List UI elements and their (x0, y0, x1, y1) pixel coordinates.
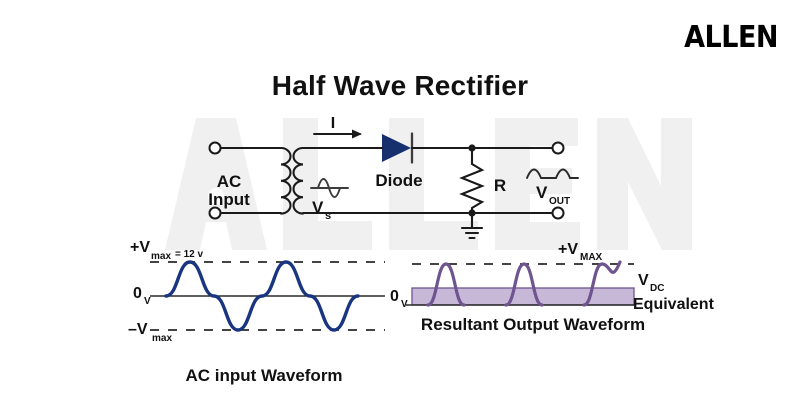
vmin-label: –V max (128, 321, 172, 344)
ac-input-label-line1: AC (217, 172, 242, 191)
terminal-icon-out-top (551, 141, 565, 155)
output-waveform-caption: Resultant Output Waveform (421, 315, 645, 334)
circuit-diagram (208, 129, 579, 240)
vout-waveform-icon (526, 168, 579, 179)
page-title: Half Wave Rectifier (271, 70, 529, 101)
diode-label: Diode (375, 171, 422, 190)
transformer-icon-primary (279, 146, 292, 215)
vout-label-main: V (536, 183, 548, 202)
zero-label-out-main: 0 (390, 288, 399, 305)
terminal-icon-ac-bottom (208, 206, 222, 220)
vdc-label-sub: DC (650, 283, 664, 294)
current-label: I (331, 115, 335, 132)
source-label-sub: s (325, 210, 331, 222)
source-sine-icon (310, 178, 349, 198)
diode-icon (368, 132, 470, 164)
vdc-equivalent-caption: Equivalent (633, 296, 715, 313)
ac-input-caption: AC input Waveform (185, 366, 342, 385)
output-waveform-chart (406, 260, 635, 307)
allen-logo: ALLEN (684, 20, 778, 55)
transformer-icon-secondary (292, 146, 305, 215)
watermark-allen (165, 118, 692, 250)
vout-label: V OUT (536, 183, 570, 207)
zero-label-main: 0 (133, 285, 142, 302)
vmax-label: +V max = 12 v (130, 239, 204, 262)
resistor-label: R (494, 176, 506, 195)
terminal-icon-ac-top (208, 141, 222, 155)
source-label-main: V (312, 198, 324, 217)
vmin-label-main: –V (128, 321, 148, 338)
vmax-label-out-main: +V (558, 241, 578, 258)
vout-label-sub: OUT (549, 196, 570, 207)
vdc-band (411, 287, 635, 306)
zero-label-input: 0 V (133, 285, 151, 307)
resistor-icon (459, 146, 485, 215)
ac-input-label-line2: Input (208, 190, 250, 209)
vmax-label-out: +V MAX (558, 241, 603, 263)
vdc-label-main: V (638, 272, 649, 289)
ac-input-waveform-chart (150, 260, 385, 332)
vmax-label-main: +V (130, 239, 150, 256)
source-label: V s (312, 198, 331, 222)
current-arrow-icon (313, 129, 362, 139)
vmax-label-out-sub: MAX (580, 252, 603, 263)
vmin-label-sub: max (152, 333, 172, 344)
zero-label-sub: V (144, 296, 151, 307)
vdc-equivalent-label: V DC Equivalent (633, 272, 715, 313)
terminal-icon-out-bottom (551, 206, 565, 220)
ground-icon (460, 211, 484, 240)
vmax-value: = 12 v (175, 249, 204, 260)
vmax-label-sub: max (151, 251, 171, 262)
ac-sine-curve (164, 260, 360, 332)
output-rectified-curve (426, 260, 622, 307)
zero-label-output: 0 V (390, 288, 408, 310)
zero-label-out-sub: V (401, 299, 408, 310)
